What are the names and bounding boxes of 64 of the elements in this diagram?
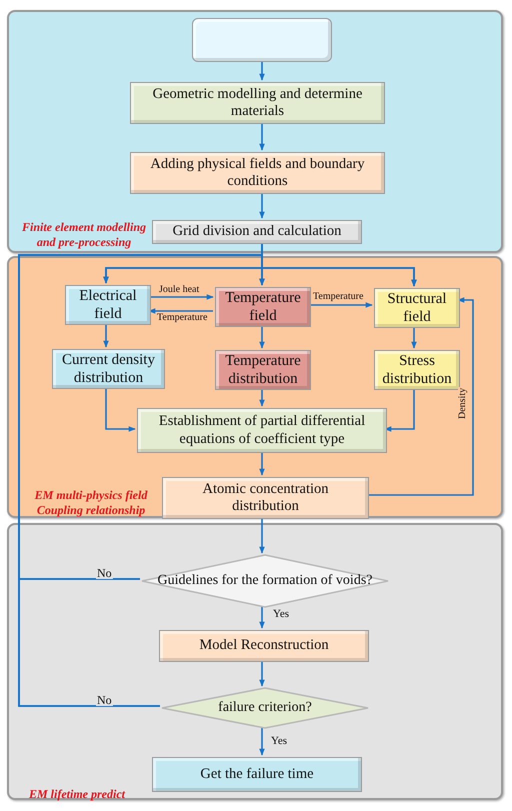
arrow [309, 302, 373, 308]
node-text: Guidelines for the formation of voids? [157, 572, 372, 590]
process-box [215, 350, 311, 390]
arrow [105, 387, 136, 432]
arrow [259, 517, 265, 554]
process-box [374, 350, 460, 390]
process-box [130, 152, 385, 194]
panel-heading: EM lifetime predict [28, 787, 126, 802]
process-box [159, 630, 369, 662]
process-box [130, 82, 385, 124]
process-box [52, 349, 165, 389]
panel [7, 523, 503, 800]
process-box [215, 287, 311, 327]
node-text: Atomic concentration distribution [201, 480, 330, 516]
arrow [148, 308, 213, 314]
empty-box [192, 18, 332, 62]
arrow [411, 326, 417, 349]
arrow [259, 192, 265, 219]
node-text: Temperature field [224, 289, 302, 325]
decision-diamond [142, 555, 388, 607]
arrow [259, 451, 265, 476]
edge-label: Temperature [156, 313, 208, 323]
arrow [259, 726, 265, 756]
node-text: Adding physical fields and boundary conditions [149, 156, 366, 190]
node-text: failure criterion? [218, 700, 312, 716]
edge-label: Temperature [312, 292, 364, 302]
arrow [259, 660, 265, 687]
process-box [374, 288, 460, 328]
process-box [137, 408, 387, 453]
node-text: Geometric modelling and determine materials [152, 86, 364, 120]
node-text: Electrical field [78, 287, 138, 323]
panel [7, 256, 503, 518]
edge-label: Joule heat [158, 285, 200, 295]
process-box [152, 220, 362, 244]
panel-heading: EM multi-physics field Coupling relationship [34, 488, 148, 518]
decision-diamond [162, 688, 368, 728]
edge-label: Density [458, 386, 468, 420]
process-box [65, 285, 151, 325]
arrow [149, 294, 214, 300]
arrow [259, 325, 265, 349]
arrow [259, 605, 265, 629]
panel-heading: Finite element modelling and pre-processing [21, 220, 147, 250]
panel [7, 10, 503, 253]
process-box [152, 757, 362, 792]
process-box [162, 477, 369, 519]
edge-label: Yes [272, 609, 290, 620]
node-text: Stress distribution [381, 352, 453, 388]
node-text: Temperature distribution [224, 352, 302, 388]
arrow [18, 254, 417, 707]
edge-label: Yes [270, 736, 288, 747]
node-text: Structural field [386, 290, 448, 326]
node-text: Current density distribution [61, 351, 156, 387]
arrow [259, 122, 265, 151]
arrow [103, 323, 109, 348]
arrow [259, 388, 265, 407]
node-text: Establishment of partial differential equations of coefficient type [158, 413, 366, 448]
arrow [384, 388, 415, 432]
node-text: Model Reconstruction [199, 637, 329, 655]
node-text: Get the failure time [200, 766, 314, 784]
arrow [259, 60, 265, 81]
node-text: Grid division and calculation [172, 223, 342, 241]
arrow [367, 297, 474, 496]
edge-label: No [96, 567, 113, 579]
edge-label: No [96, 694, 113, 706]
